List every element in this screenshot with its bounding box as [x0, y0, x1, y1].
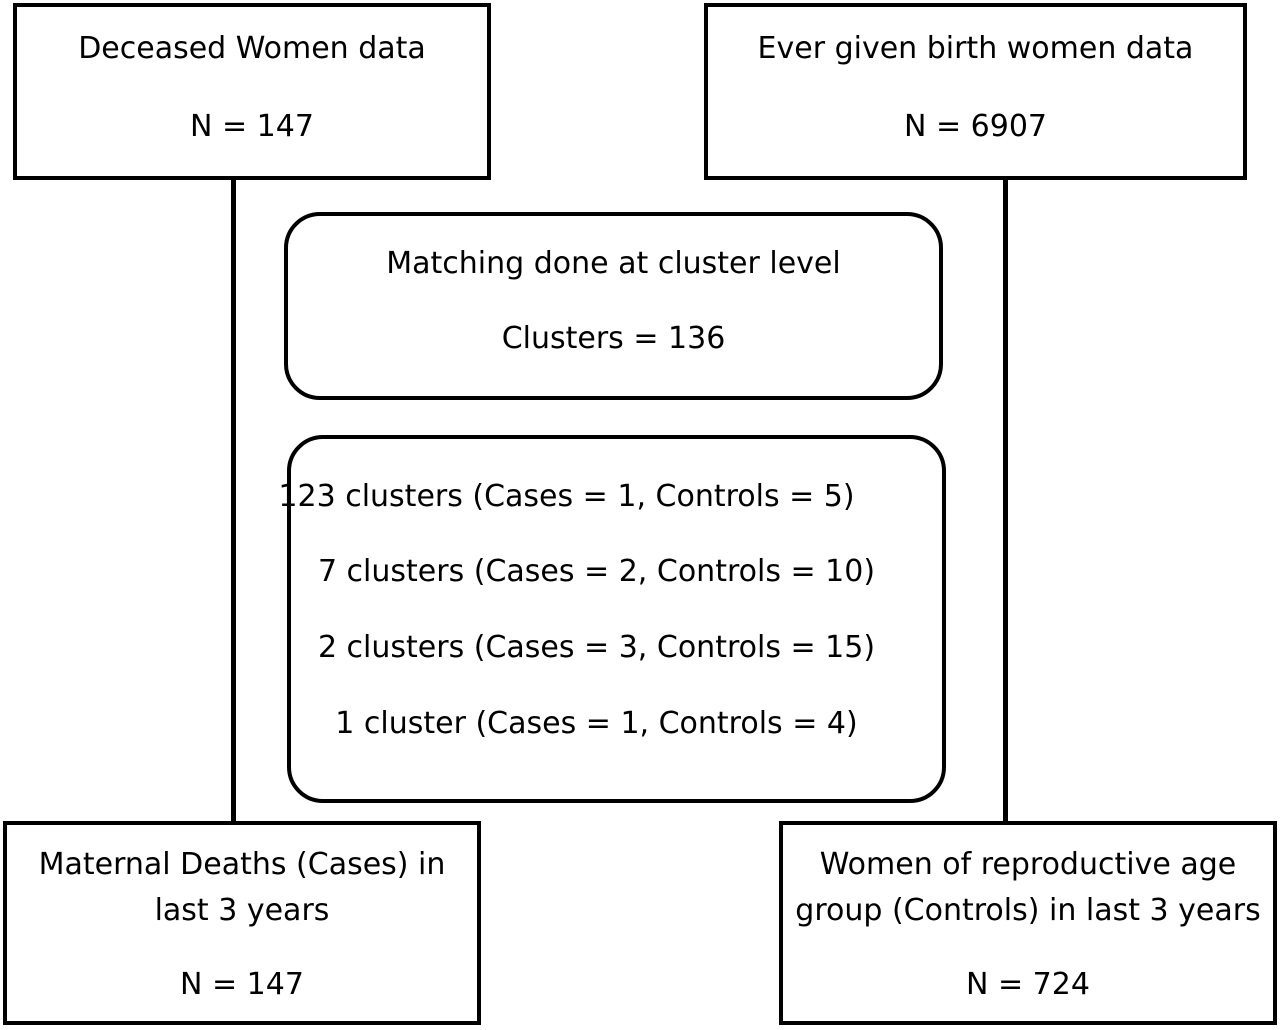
matching-box: Matching done at cluster level Clusters … — [284, 212, 943, 400]
cases-line2: last 3 years — [154, 893, 330, 928]
controls-line1: Women of reproductive age — [819, 847, 1237, 882]
cases-line1: Maternal Deaths (Cases) in — [38, 847, 446, 882]
connector-right — [1003, 178, 1008, 823]
ever-given-birth-count: N = 6907 — [904, 109, 1047, 144]
controls-box: Women of reproductive age group (Control… — [779, 821, 1277, 1025]
ever-given-birth-box: Ever given birth women data N = 6907 — [704, 3, 1247, 180]
cluster-line: 7 clusters (Cases = 2, Controls = 10) — [317, 554, 876, 589]
cluster-line: 2 clusters (Cases = 3, Controls = 15) — [317, 630, 876, 665]
matching-title: Matching done at cluster level — [386, 246, 841, 281]
controls-line2: group (Controls) in last 3 years — [795, 893, 1261, 928]
cluster-line: 123 clusters (Cases = 1, Controls = 5) — [278, 479, 855, 514]
cluster-line: 1 cluster (Cases = 1, Controls = 4) — [335, 706, 858, 741]
deceased-women-box: Deceased Women data N = 147 — [13, 3, 491, 180]
ever-given-birth-title: Ever given birth women data — [757, 31, 1194, 66]
matching-count: Clusters = 136 — [501, 321, 726, 356]
deceased-women-title: Deceased Women data — [78, 31, 426, 66]
connector-left — [231, 178, 236, 823]
deceased-women-count: N = 147 — [190, 109, 314, 144]
controls-count: N = 724 — [966, 967, 1090, 1002]
clusters-detail-box: 123 clusters (Cases = 1, Controls = 5) 7… — [278, 435, 946, 803]
maternal-deaths-cases-box: Maternal Deaths (Cases) in last 3 years … — [3, 821, 481, 1025]
cases-count: N = 147 — [180, 967, 304, 1002]
